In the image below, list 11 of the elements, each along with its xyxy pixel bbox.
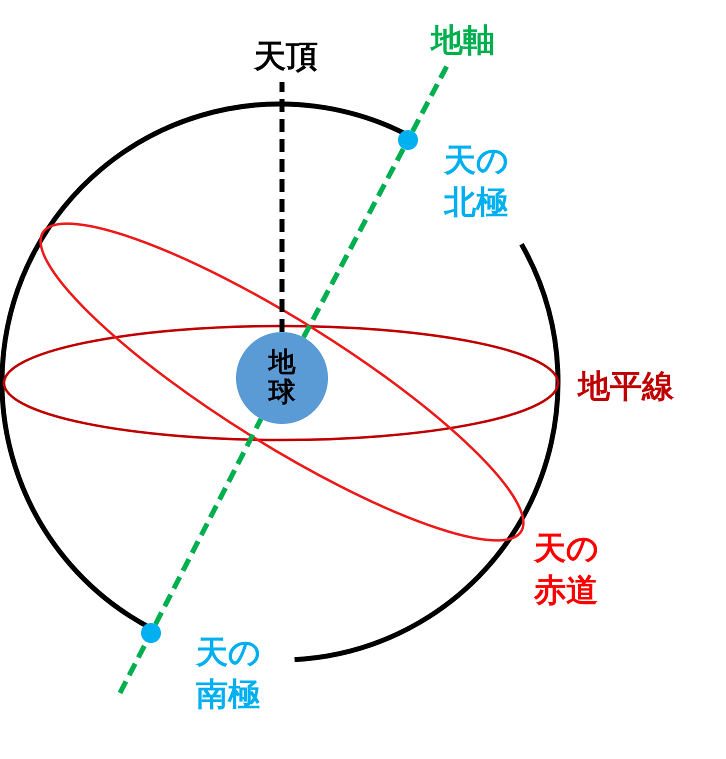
horizon-label: 地平線: [578, 366, 674, 406]
axis-label: 地軸: [418, 18, 508, 62]
equator-label: 天の赤道: [534, 528, 600, 611]
zenith-label: 天頂: [244, 34, 328, 82]
pole-dot: [141, 623, 161, 643]
dashed-line: [280, 82, 284, 332]
pole-dot: [398, 130, 418, 150]
pole-label: 天の北極: [444, 140, 510, 223]
dashed-line: [301, 148, 406, 339]
earth-circle: 地球: [236, 332, 328, 424]
pole-label: 天の南極: [196, 632, 262, 715]
